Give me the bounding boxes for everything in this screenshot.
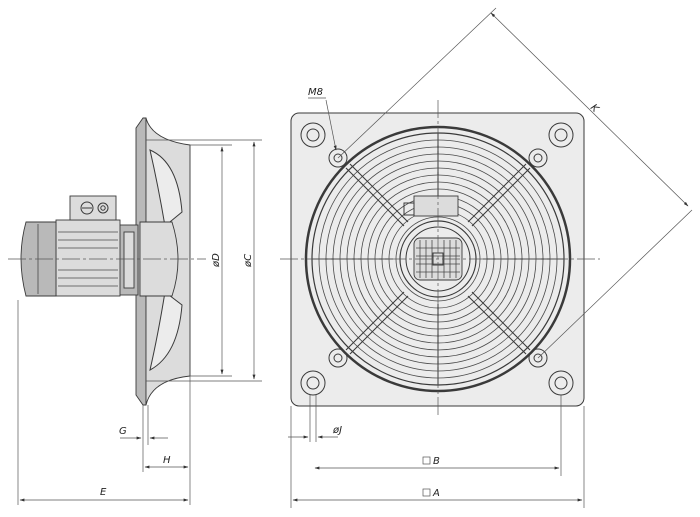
label-g: G [119,426,127,437]
label-diameter-j: øJ [332,425,342,436]
side-dimensions: øD øC G H E [17,139,262,505]
side-blade-bottom [149,291,183,371]
label-a: A [432,488,440,499]
label-m8: M8 [308,87,323,98]
label-diameter-d: øD [211,253,222,268]
label-k: K [588,102,601,115]
label-diameter-c: øC [243,254,254,268]
label-h: H [163,455,171,466]
side-view [8,117,206,406]
label-e: E [100,487,107,498]
side-blade-top [149,149,183,227]
side-motor-body [55,219,121,297]
front-view [280,100,600,418]
front-terminal-box [413,195,459,217]
label-b: B [433,456,440,467]
